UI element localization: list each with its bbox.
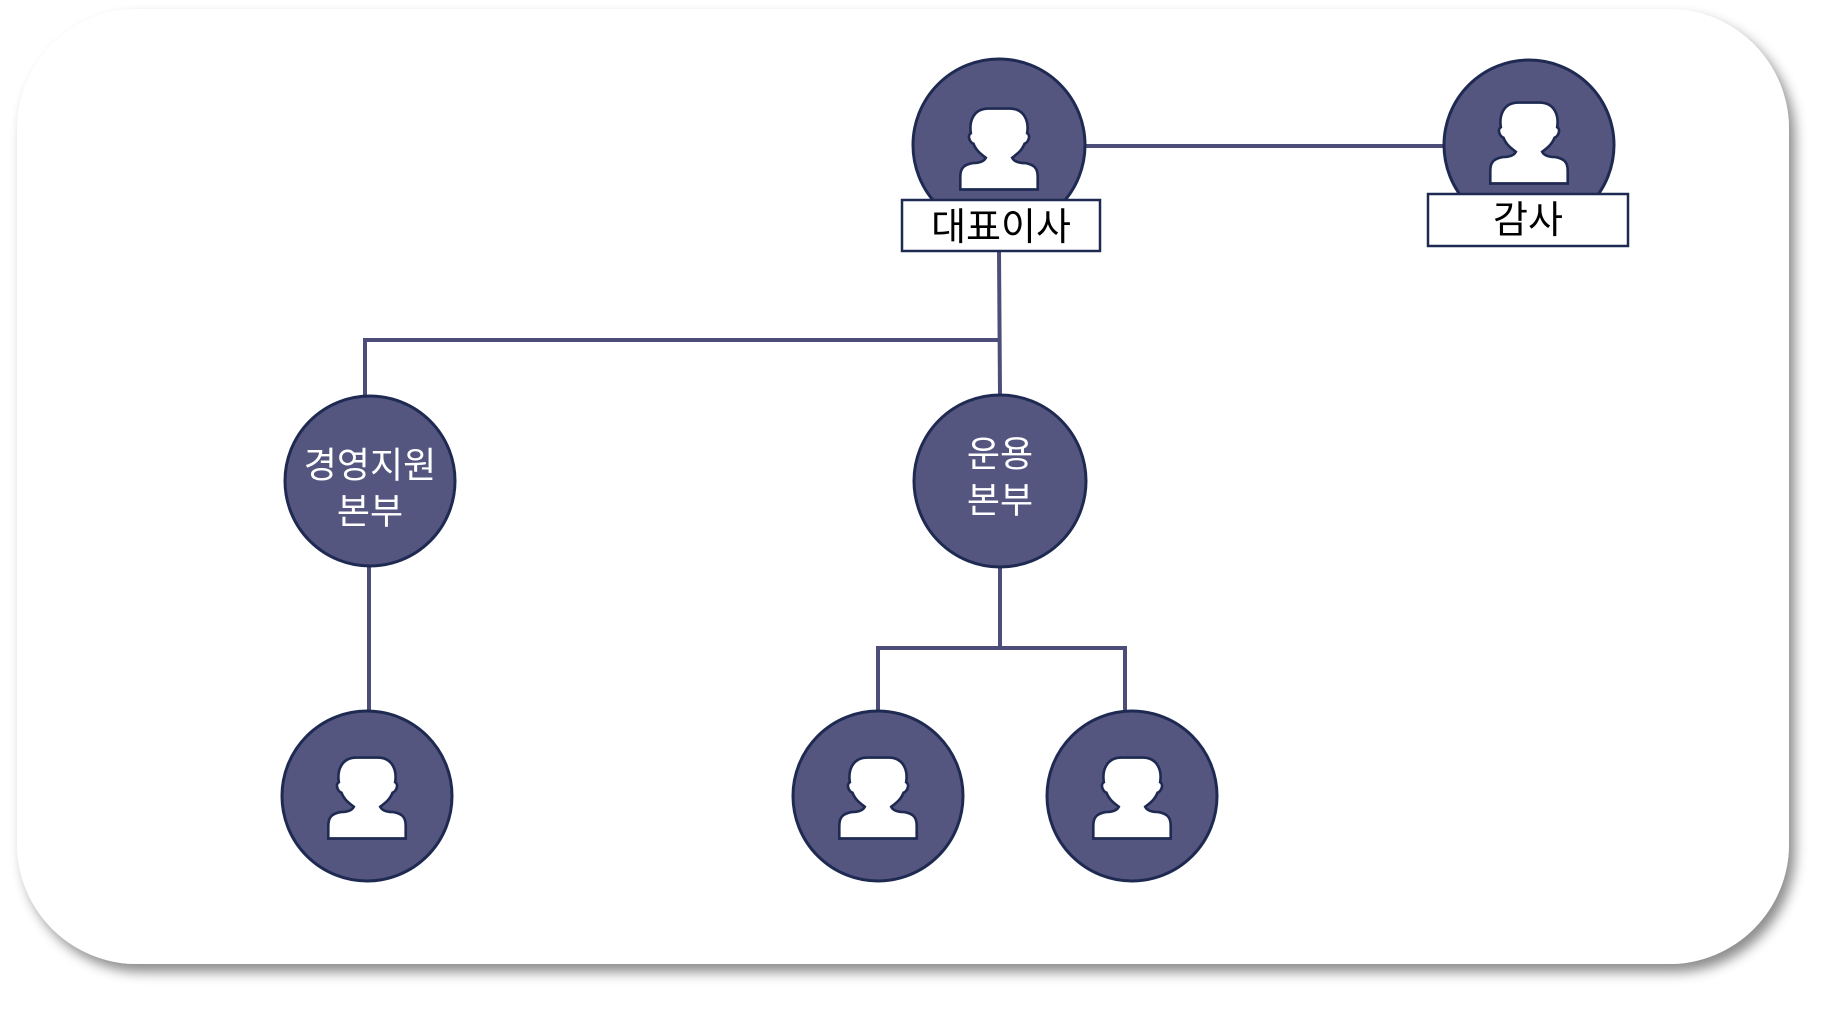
operations-line1: 운용: [967, 435, 1033, 476]
node-management-support[interactable]: 경영지원 본부: [283, 394, 457, 568]
connector-ceo-management: [363, 338, 999, 395]
node-auditor[interactable]: 감사: [1426, 58, 1630, 248]
ceo-label: 대표이사: [931, 205, 1071, 249]
card-background: [17, 9, 1789, 964]
connector-operations-staff: [876, 646, 1127, 710]
node-operations-staff-1[interactable]: [791, 709, 965, 883]
connector-ceo-operations: [997, 250, 1002, 396]
management-support-line1: 경영지원: [304, 446, 436, 487]
node-management-staff[interactable]: [280, 709, 454, 883]
connectors: [363, 144, 1444, 710]
auditor-label: 감사: [1493, 198, 1563, 242]
operations-line2: 본부: [967, 481, 1033, 522]
node-ceo[interactable]: 대표이사: [900, 57, 1102, 253]
management-support-line2: 본부: [337, 492, 403, 533]
node-operations[interactable]: 운용 본부: [912, 393, 1088, 569]
node-operations-staff-2[interactable]: [1045, 709, 1219, 883]
